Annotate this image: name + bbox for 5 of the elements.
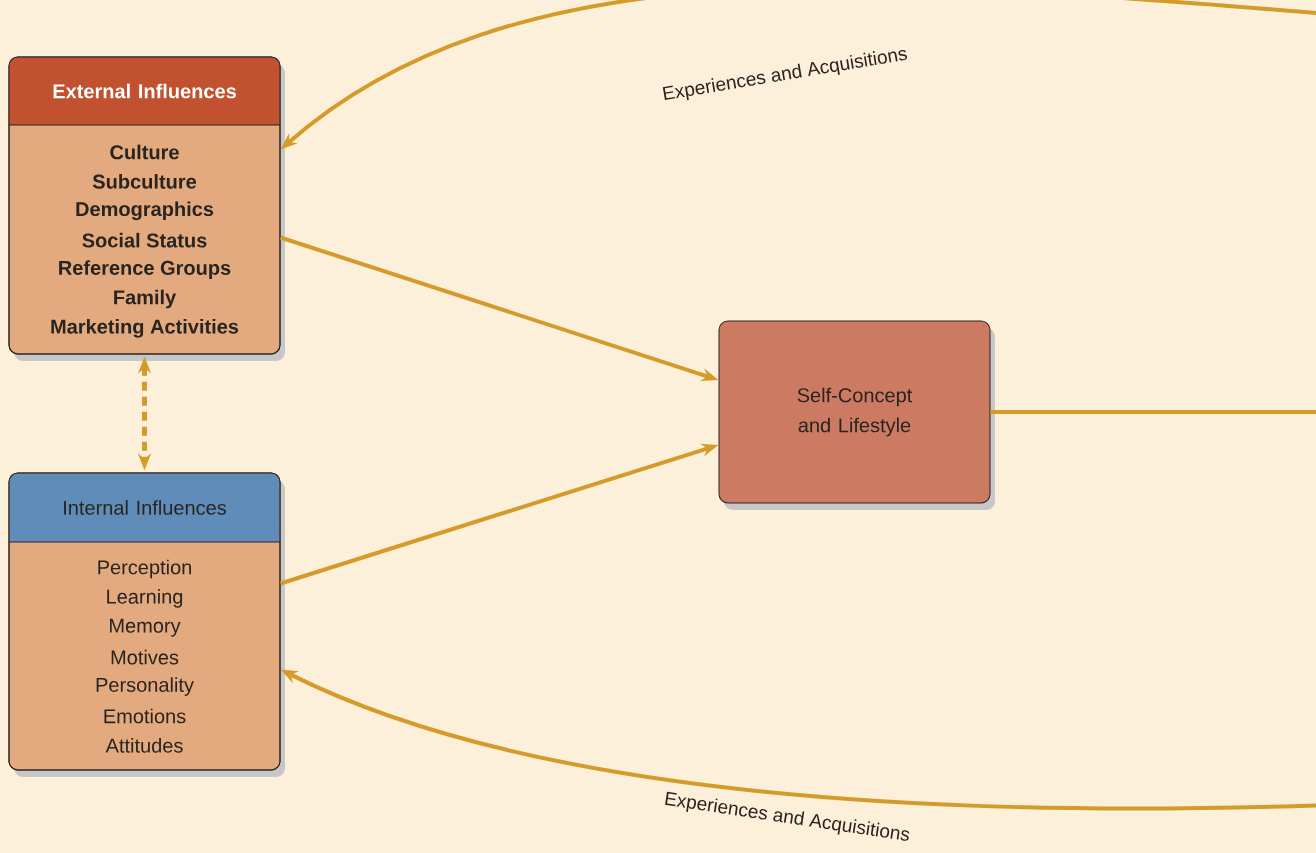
heading-box: Internal Influences Perception Learning Memory Motives Personality Emotions Attitudes (8, 472, 285, 777)
edge-label: Experiences and Acquisitions (662, 50, 908, 101)
edge-label: Experiences and Acquisitions (665, 791, 910, 841)
process-box: Self-Concept and Lifestyle (718, 320, 995, 510)
heading-box: External Influences Culture Subculture Demographics Social Status Reference Groups Family Marketing Activities (8, 56, 285, 361)
